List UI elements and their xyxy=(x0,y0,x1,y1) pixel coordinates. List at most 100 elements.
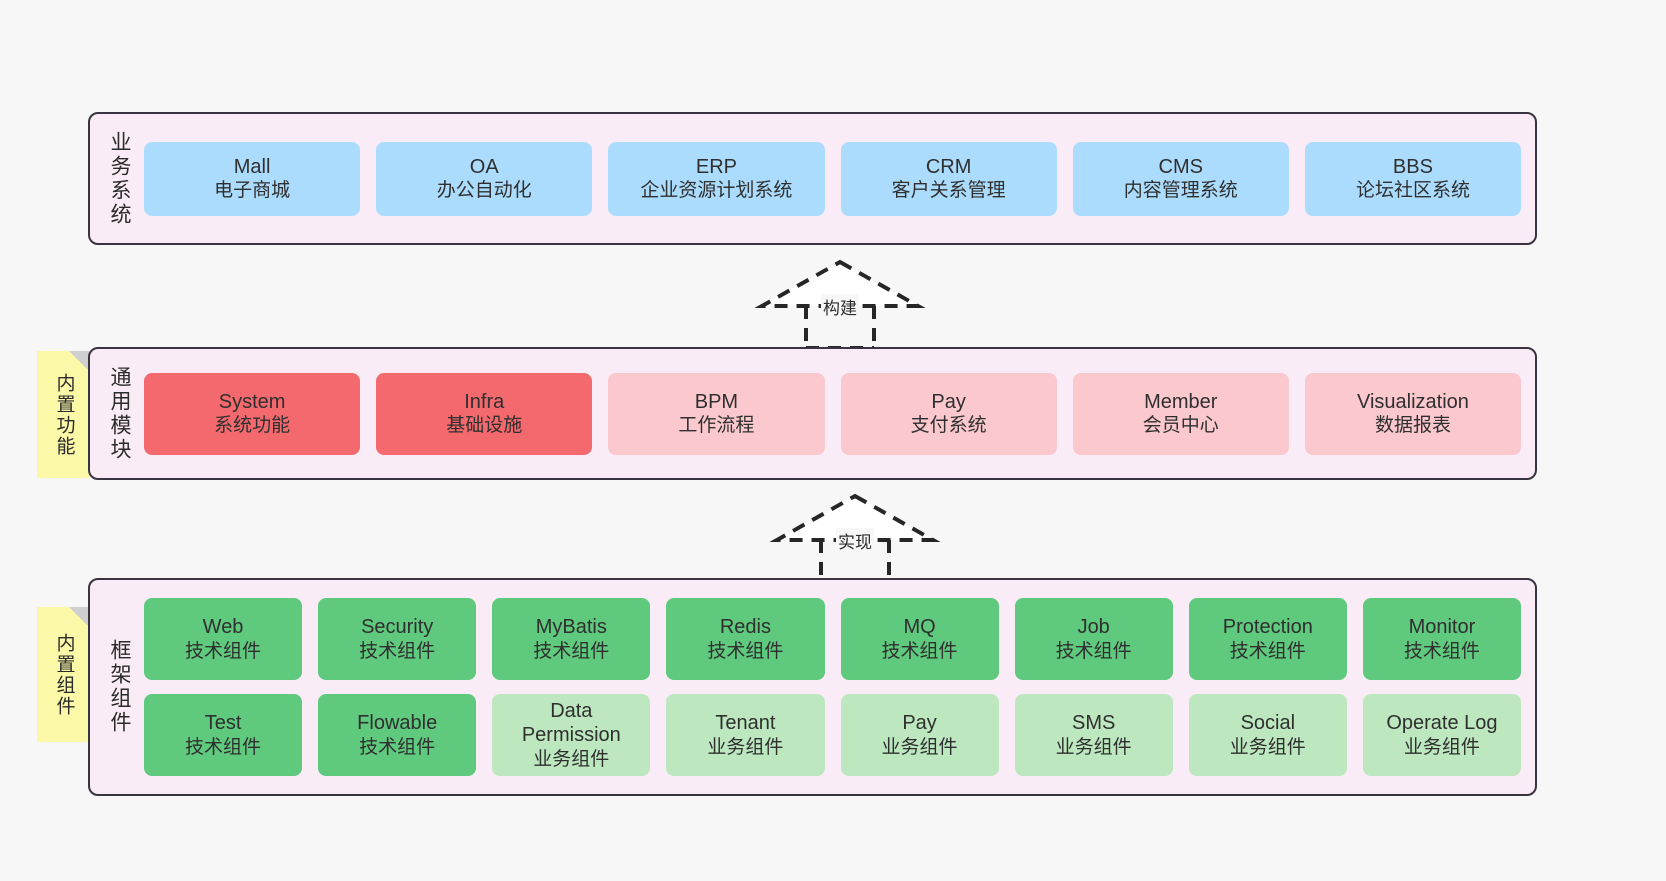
node-pay-module-sub: 支付系统 xyxy=(910,415,987,437)
layer-business-systems-row: Mall 电子商城 OA 办公自动化 ERP 企业资源计划系统 CRM 客户关系… xyxy=(144,141,1522,216)
node-web-name: Web xyxy=(202,616,244,639)
node-job-name: Job xyxy=(1077,616,1110,639)
node-erp[interactable]: ERP 企业资源计划系统 xyxy=(608,141,825,216)
node-mq-sub: 技术组件 xyxy=(881,640,958,662)
layer-common-modules: 通用模块 System 系统功能 Infra 基础设施 BPM 工作流程 Pay… xyxy=(88,347,1537,480)
node-cms-name: CMS xyxy=(1158,155,1203,178)
node-sms[interactable]: SMS 业务组件 xyxy=(1014,694,1173,776)
node-job-sub: 技术组件 xyxy=(1055,640,1132,662)
node-redis-sub: 技术组件 xyxy=(707,640,784,662)
node-crm[interactable]: CRM 客户关系管理 xyxy=(840,141,1057,216)
node-cms[interactable]: CMS 内容管理系统 xyxy=(1072,141,1289,216)
node-pay-component[interactable]: Pay 业务组件 xyxy=(840,694,999,776)
node-data-permission-sub: 业务组件 xyxy=(533,748,610,770)
node-infra[interactable]: Infra 基础设施 xyxy=(376,372,593,455)
node-pay-module[interactable]: Pay 支付系统 xyxy=(840,372,1057,455)
node-system-name: System xyxy=(218,390,286,413)
note-builtin-features-label: 内置功能 xyxy=(53,372,75,457)
node-mall[interactable]: Mall 电子商城 xyxy=(144,141,361,216)
node-member-name: Member xyxy=(1144,390,1218,413)
node-mybatis-sub: 技术组件 xyxy=(533,640,610,662)
node-member[interactable]: Member 会员中心 xyxy=(1072,372,1289,455)
node-flowable-name: Flowable xyxy=(357,712,438,735)
node-data-permission[interactable]: Data Permission 业务组件 xyxy=(492,694,651,776)
layer-framework-components-row-biz: Test 技术组件 Flowable 技术组件 Data Permission … xyxy=(144,694,1521,776)
node-pay-component-sub: 业务组件 xyxy=(881,736,958,758)
node-social-name: Social xyxy=(1240,712,1296,735)
node-monitor-name: Monitor xyxy=(1408,616,1476,639)
node-member-sub: 会员中心 xyxy=(1142,415,1219,437)
node-test-name: Test xyxy=(204,712,242,735)
node-test-sub: 技术组件 xyxy=(185,736,262,758)
node-protection[interactable]: Protection 技术组件 xyxy=(1188,598,1347,680)
node-operate-log[interactable]: Operate Log 业务组件 xyxy=(1362,694,1521,776)
connector-build: 构建 xyxy=(754,258,926,350)
node-job[interactable]: Job 技术组件 xyxy=(1014,598,1173,680)
note-builtin-components: 内置组件 xyxy=(37,607,89,742)
node-tenant-sub: 业务组件 xyxy=(707,736,784,758)
node-monitor-sub: 技术组件 xyxy=(1403,640,1480,662)
node-security-sub: 技术组件 xyxy=(359,640,436,662)
node-monitor[interactable]: Monitor 技术组件 xyxy=(1362,598,1521,680)
node-redis-name: Redis xyxy=(719,616,771,639)
note-fold-icon xyxy=(69,351,89,371)
layer-common-modules-body: System 系统功能 Infra 基础设施 BPM 工作流程 Pay 支付系统… xyxy=(136,349,1535,478)
layer-framework-components-title: 框架组件 xyxy=(108,639,132,735)
node-protection-name: Protection xyxy=(1222,616,1313,639)
layer-common-modules-row: System 系统功能 Infra 基础设施 BPM 工作流程 Pay 支付系统… xyxy=(144,372,1522,455)
node-oa-sub: 办公自动化 xyxy=(436,180,532,202)
node-security[interactable]: Security 技术组件 xyxy=(318,598,477,680)
node-web-sub: 技术组件 xyxy=(185,640,262,662)
node-bbs-name: BBS xyxy=(1392,155,1433,178)
node-pay-component-name: Pay xyxy=(902,712,937,735)
layer-common-modules-title: 通用模块 xyxy=(108,365,132,462)
node-tenant[interactable]: Tenant 业务组件 xyxy=(666,694,825,776)
note-builtin-components-label: 内置组件 xyxy=(53,632,75,717)
node-bpm-sub: 工作流程 xyxy=(678,415,755,437)
node-social[interactable]: Social 业务组件 xyxy=(1188,694,1347,776)
node-pay-module-name: Pay xyxy=(931,390,966,413)
node-visualization-sub: 数据报表 xyxy=(1374,415,1451,437)
node-bbs[interactable]: BBS 论坛社区系统 xyxy=(1304,141,1522,216)
connector-build-label: 构建 xyxy=(821,294,859,319)
node-operate-log-name: Operate Log xyxy=(1386,712,1498,735)
node-redis[interactable]: Redis 技术组件 xyxy=(666,598,825,680)
node-sms-name: SMS xyxy=(1072,712,1116,735)
node-mybatis[interactable]: MyBatis 技术组件 xyxy=(492,598,651,680)
node-oa[interactable]: OA 办公自动化 xyxy=(376,141,593,216)
layer-business-systems-title: 业务系统 xyxy=(108,130,132,227)
node-test[interactable]: Test 技术组件 xyxy=(144,694,303,776)
node-bpm[interactable]: BPM 工作流程 xyxy=(608,372,825,455)
connector-realize: 实现 xyxy=(769,492,941,584)
node-operate-log-sub: 业务组件 xyxy=(1403,736,1480,758)
node-mall-name: Mall xyxy=(233,155,271,178)
layer-framework-components: 框架组件 Web 技术组件 Security 技术组件 MyBatis 技术组件… xyxy=(88,578,1537,796)
note-builtin-features: 内置功能 xyxy=(37,351,89,478)
node-visualization-name: Visualization xyxy=(1356,390,1469,413)
node-system[interactable]: System 系统功能 xyxy=(144,372,361,455)
node-web[interactable]: Web 技术组件 xyxy=(144,598,303,680)
node-flowable[interactable]: Flowable 技术组件 xyxy=(318,694,477,776)
node-mybatis-name: MyBatis xyxy=(535,616,607,639)
node-erp-sub: 企业资源计划系统 xyxy=(640,180,793,202)
node-oa-name: OA xyxy=(469,155,499,178)
node-crm-name: CRM xyxy=(925,155,972,178)
node-infra-sub: 基础设施 xyxy=(446,415,523,437)
node-visualization[interactable]: Visualization 数据报表 xyxy=(1304,372,1522,455)
node-crm-sub: 客户关系管理 xyxy=(891,180,1006,202)
node-erp-name: ERP xyxy=(695,155,737,178)
node-security-name: Security xyxy=(361,616,434,639)
node-protection-sub: 技术组件 xyxy=(1229,640,1306,662)
node-tenant-name: Tenant xyxy=(715,712,776,735)
node-sms-sub: 业务组件 xyxy=(1055,736,1132,758)
layer-business-systems: 业务系统 Mall 电子商城 OA 办公自动化 ERP 企业资源计划系统 CRM… xyxy=(88,112,1537,245)
node-mq-name: MQ xyxy=(903,616,936,639)
node-bpm-name: BPM xyxy=(694,390,739,413)
connector-realize-label: 实现 xyxy=(836,528,874,553)
node-mq[interactable]: MQ 技术组件 xyxy=(840,598,999,680)
layer-business-systems-body: Mall 电子商城 OA 办公自动化 ERP 企业资源计划系统 CRM 客户关系… xyxy=(136,114,1535,243)
layer-framework-components-row-tech: Web 技术组件 Security 技术组件 MyBatis 技术组件 Redi… xyxy=(144,598,1521,680)
node-bbs-sub: 论坛社区系统 xyxy=(1355,180,1470,202)
node-infra-name: Infra xyxy=(464,390,505,413)
node-cms-sub: 内容管理系统 xyxy=(1123,180,1238,202)
